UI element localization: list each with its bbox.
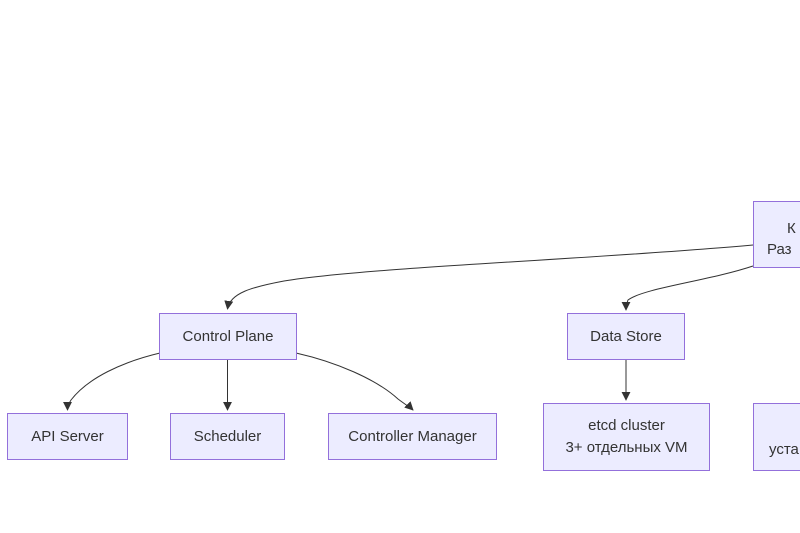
node-label: Control Plane bbox=[182, 327, 274, 345]
node-label: уста bbox=[769, 441, 799, 458]
node-controller-manager: Controller Manager bbox=[328, 413, 497, 460]
node-api-server: API Server bbox=[7, 413, 128, 460]
node-root-clipped: К Раз bbox=[753, 201, 800, 268]
edge-control-plane-to-api-server bbox=[63, 352, 161, 411]
node-label: Data Store bbox=[590, 327, 662, 345]
node-label: Scheduler bbox=[193, 427, 262, 445]
node-label: API Server bbox=[31, 427, 104, 445]
edge-control-plane-to-controller-manager bbox=[295, 352, 414, 411]
node-scheduler: Scheduler bbox=[170, 413, 285, 460]
edge-root-to-control-plane bbox=[224, 244, 754, 310]
node-etcd-cluster: etcd cluster 3+ отдельных VM bbox=[543, 403, 710, 471]
node-label: 3+ отдельных VM bbox=[565, 439, 688, 456]
node-control-plane: Control Plane bbox=[159, 313, 297, 360]
edge-root-to-data-store bbox=[621, 265, 754, 311]
node-label: Раз bbox=[767, 241, 792, 258]
node-label: К bbox=[787, 220, 796, 237]
node-label: Controller Manager bbox=[348, 427, 477, 445]
node-bottom-right-clipped: уста bbox=[753, 403, 800, 471]
node-data-store: Data Store bbox=[567, 313, 685, 360]
node-label: etcd cluster bbox=[588, 417, 665, 434]
